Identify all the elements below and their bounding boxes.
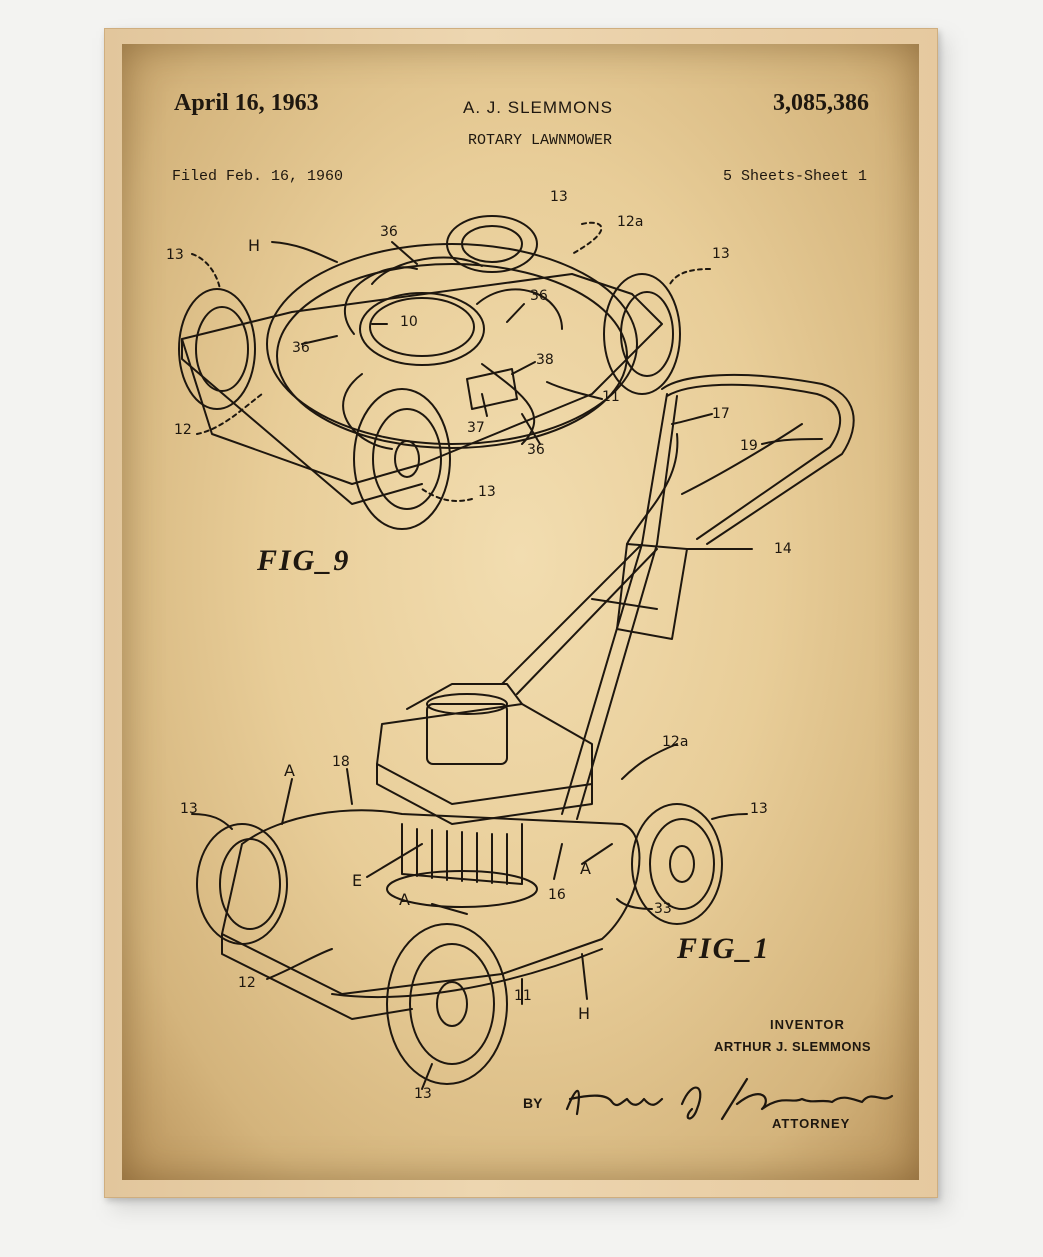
ref-13-fig9-c: 13: [478, 484, 496, 500]
ref-12-fig9: 12: [174, 422, 192, 438]
ref-36-fig9-a: 36: [380, 224, 398, 240]
inventor-short-name: A. J. SLEMMONS: [463, 98, 614, 117]
patent-number: 3,085,386: [773, 90, 869, 116]
ref-36-fig9-d: 36: [527, 442, 545, 458]
ref-13-fig9-b: 13: [550, 189, 568, 205]
inventor-name: ARTHUR J. SLEMMONS: [714, 1039, 872, 1054]
fig9-label: FIG_9: [257, 544, 351, 577]
patent-drawing: [178, 215, 894, 1121]
inventor-label: INVENTOR: [770, 1017, 845, 1032]
by-label: BY: [523, 1095, 543, 1111]
patent-title: ROTARY LAWNMOWER: [468, 132, 613, 149]
ref-12a-fig9: 12a: [617, 214, 644, 230]
ref-E-fig1: E: [352, 871, 363, 890]
attorney-signature: [565, 1077, 894, 1121]
ref-13-fig9-d: 13: [712, 246, 730, 262]
ref-10-fig9: 10: [400, 314, 418, 330]
ref-18-fig1: 18: [332, 754, 350, 770]
ref-12-fig1: 12: [238, 975, 256, 991]
fig9-drawing: [178, 215, 711, 530]
ref-16-fig1: 16: [548, 887, 566, 903]
ref-13-fig1-c: 13: [414, 1086, 432, 1102]
ref-H-fig1: H: [578, 1004, 591, 1023]
ref-12a-fig1: 12a: [662, 734, 689, 750]
ref-13-fig1-b: 13: [750, 801, 768, 817]
ref-36-fig9-c: 36: [292, 340, 310, 356]
ref-H-fig9: H: [248, 236, 261, 255]
sheet-count: 5 Sheets-Sheet 1: [722, 168, 867, 185]
ref-14-fig1: 14: [774, 541, 792, 557]
ref-A-fig1-b: A: [580, 859, 591, 878]
ref-37-fig9: 37: [467, 420, 485, 436]
ref-13-fig9-a: 13: [166, 247, 184, 263]
patent-date: April 16, 1963: [174, 90, 319, 116]
ref-13-fig1-a: 13: [180, 801, 198, 817]
fig1-drawing: [191, 373, 855, 1090]
ref-36-fig9-b: 36: [530, 288, 548, 304]
ref-38-fig9: 38: [536, 352, 554, 368]
fig1-label: FIG_1: [677, 932, 771, 965]
ref-19-fig1: 19: [740, 438, 758, 454]
ref-A-fig1-c: A: [399, 890, 410, 909]
attorney-label: ATTORNEY: [772, 1116, 851, 1131]
ref-A-fig1-a: A: [284, 761, 295, 780]
filed-date: Filed Feb. 16, 1960: [172, 168, 344, 185]
patent-print: April 16, 1963 A. J. SLEMMONS 3,085,386 …: [122, 44, 919, 1180]
ref-33-fig1: 33: [654, 901, 672, 917]
ref-11-fig9: 11: [602, 389, 620, 405]
ref-17-fig1: 17: [712, 406, 730, 422]
ref-11-fig1: 11: [514, 988, 532, 1004]
